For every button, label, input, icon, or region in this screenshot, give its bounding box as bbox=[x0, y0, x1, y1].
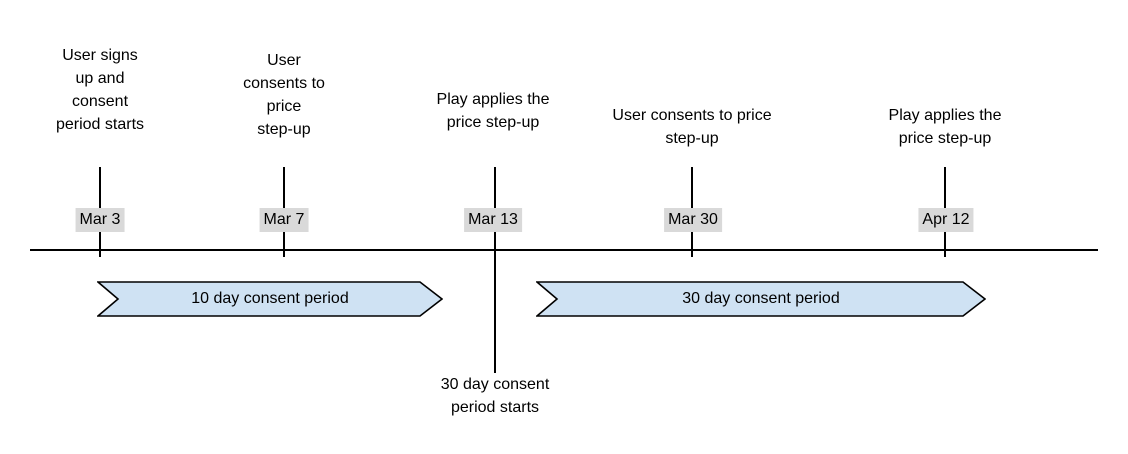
consent-period-label-10-day: 10 day consent period bbox=[191, 290, 349, 307]
date-label-mar-13: Mar 13 bbox=[464, 208, 522, 232]
date-label-mar-3: Mar 3 bbox=[75, 208, 125, 232]
date-label-apr-12: Apr 12 bbox=[918, 208, 974, 232]
annotation-30-day-period-starts: 30 day consent period starts bbox=[440, 376, 550, 416]
consent-period-label-30-day: 30 day consent period bbox=[682, 290, 840, 307]
timeline-axis bbox=[30, 249, 1098, 251]
consent-period-arrow-10-day bbox=[97, 281, 443, 317]
consent-period-arrow-30-day bbox=[536, 281, 986, 317]
event-label-mar-7: User consents to price step-up bbox=[243, 52, 325, 138]
event-label-apr-12: Play applies the price step-up bbox=[888, 107, 1002, 147]
event-tick-mar-13 bbox=[494, 167, 496, 373]
date-label-mar-30: Mar 30 bbox=[664, 208, 722, 232]
event-label-mar-13: Play applies the price step-up bbox=[436, 91, 550, 131]
event-label-mar-30: User consents to price step-up bbox=[612, 107, 772, 147]
date-label-mar-7: Mar 7 bbox=[259, 208, 309, 232]
event-label-mar-3: User signs up and consent period starts bbox=[55, 47, 145, 133]
